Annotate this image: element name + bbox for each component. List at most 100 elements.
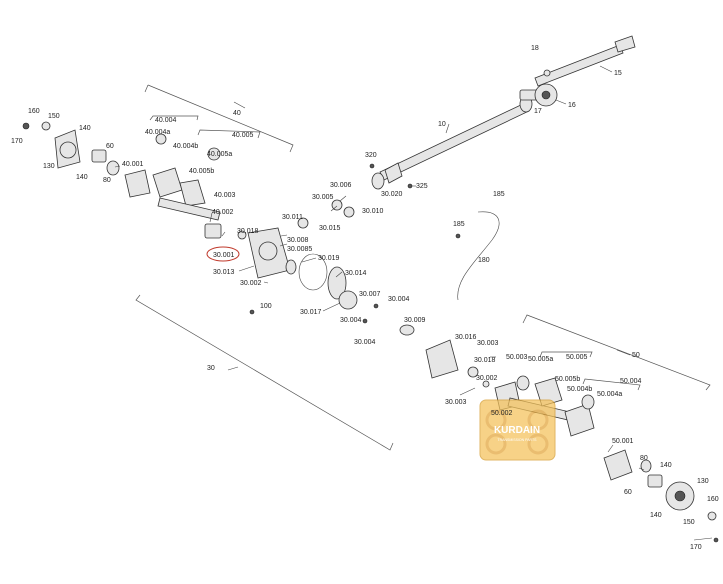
label-180[interactable]: 180 (478, 257, 490, 264)
label-50-001[interactable]: 50.001 (612, 438, 634, 445)
label-40[interactable]: 40 (233, 110, 241, 117)
label-50-004b[interactable]: 50.004b (567, 386, 592, 393)
bearing-60[interactable] (91, 149, 107, 163)
label-60-b[interactable]: 60 (624, 489, 632, 496)
label-130-a[interactable]: 130 (43, 163, 55, 170)
clip-185[interactable] (455, 233, 461, 239)
bearing-30-009[interactable] (399, 324, 415, 336)
label-30[interactable]: 30 (207, 365, 215, 372)
label-50-004[interactable]: 50.004 (620, 378, 642, 385)
bearing-30-010[interactable] (343, 206, 355, 218)
label-50-003[interactable]: 50.003 (506, 354, 528, 361)
label-170-a[interactable]: 170 (11, 138, 23, 145)
label-30-003-b[interactable]: 30.003 (445, 399, 467, 406)
label-170-b[interactable]: 170 (690, 544, 702, 551)
label-30-003-a[interactable]: 30.003 (477, 340, 499, 347)
nut-325[interactable] (407, 183, 413, 189)
label-140-a[interactable]: 140 (79, 125, 91, 132)
label-40-004b[interactable]: 40.004b (173, 143, 198, 150)
label-320[interactable]: 320 (365, 152, 377, 159)
label-40-005[interactable]: 40.005 (232, 132, 254, 139)
flange-30-020[interactable] (371, 172, 385, 190)
label-40-003[interactable]: 40.003 (214, 192, 236, 199)
label-30-018[interactable]: 30.018 (237, 228, 259, 235)
clip-30-002[interactable] (482, 380, 490, 388)
label-160-a[interactable]: 160 (28, 108, 40, 115)
label-40-001[interactable]: 40.001 (122, 161, 144, 168)
label-130-b[interactable]: 130 (697, 478, 709, 485)
label-80-b[interactable]: 80 (640, 455, 648, 462)
label-50[interactable]: 50 (632, 352, 640, 359)
vent-hose-180[interactable] (457, 211, 500, 301)
boot-40-005a[interactable] (179, 179, 206, 207)
bearing-60-b[interactable] (647, 474, 663, 488)
label-30-013[interactable]: 30.013 (213, 269, 235, 276)
label-100[interactable]: 100 (260, 303, 272, 310)
label-10[interactable]: 10 (438, 121, 446, 128)
clamp-40-004b[interactable] (155, 133, 167, 145)
label-30-011[interactable]: 30.011 (282, 214, 303, 221)
bolt-18[interactable] (543, 69, 551, 77)
label-30-007[interactable]: 30.007 (359, 291, 381, 298)
hub-bearing[interactable] (59, 141, 77, 159)
label-80-a[interactable]: 80 (103, 177, 111, 184)
prop-shaft-15[interactable] (534, 44, 624, 87)
label-30-005[interactable]: 30.005 (312, 194, 334, 201)
label-50-005b[interactable]: 50.005b (555, 376, 580, 383)
label-30-009[interactable]: 30.009 (404, 317, 426, 324)
label-30-019[interactable]: 30.019 (318, 255, 340, 262)
yoke-end[interactable] (614, 35, 636, 53)
ring-80-b[interactable] (640, 459, 652, 473)
flange-yoke[interactable] (384, 162, 403, 184)
boot-50-005a[interactable] (534, 377, 563, 407)
label-30-004-c[interactable]: 30.004 (354, 339, 376, 346)
label-140-c[interactable]: 140 (660, 462, 672, 469)
label-30-004-b[interactable]: 30.004 (340, 317, 362, 324)
label-50-005a[interactable]: 50.005a (528, 356, 553, 363)
diff-cover-30-016[interactable] (425, 339, 459, 379)
label-17[interactable]: 17 (534, 108, 542, 115)
cover-30-014[interactable] (327, 266, 347, 300)
ring-50-003[interactable] (516, 375, 530, 391)
nut-160[interactable] (22, 122, 30, 130)
label-140-d[interactable]: 140 (650, 512, 662, 519)
o-ring-30-019[interactable] (298, 253, 328, 291)
gear-30-017[interactable] (338, 290, 358, 310)
label-60-a[interactable]: 60 (106, 143, 114, 150)
seal-30-0085[interactable] (285, 259, 297, 275)
label-30-008[interactable]: 30.008 (287, 237, 309, 244)
label-185-a[interactable]: 185 (493, 191, 505, 198)
cap-150-b[interactable] (707, 511, 717, 521)
label-30-001[interactable]: 30.001 (213, 252, 235, 259)
seal-30-018[interactable] (237, 230, 247, 240)
label-140-b[interactable]: 140 (76, 174, 88, 181)
cv-joint-40-001[interactable] (124, 169, 151, 198)
label-30-010[interactable]: 30.010 (362, 208, 384, 215)
label-30-016[interactable]: 30.016 (455, 334, 477, 341)
cv-joint-50-001[interactable] (603, 449, 633, 481)
bolt-30-007[interactable] (373, 303, 379, 309)
clamp-40-005a[interactable] (207, 147, 221, 161)
label-40-004[interactable]: 40.004 (155, 117, 177, 124)
cap-150[interactable] (41, 121, 51, 131)
pinion-30-005[interactable] (331, 199, 343, 211)
label-30-017[interactable]: 30.017 (300, 309, 322, 316)
inner-joint-40-002[interactable] (204, 223, 222, 239)
bolt-30-004[interactable] (362, 318, 368, 324)
label-150-b[interactable]: 150 (683, 519, 695, 526)
label-30-002-b[interactable]: 30.002 (476, 375, 498, 382)
label-40-002[interactable]: 40.002 (212, 209, 234, 216)
label-185-b[interactable]: 185 (453, 221, 465, 228)
label-16[interactable]: 16 (568, 102, 576, 109)
label-50-002[interactable]: 50.002 (491, 410, 513, 417)
label-40-005a[interactable]: 40.005a (207, 151, 232, 158)
screw-320[interactable] (369, 163, 375, 169)
label-30-0085[interactable]: 30.0085 (287, 246, 312, 253)
label-30-015[interactable]: 30.015 (319, 225, 341, 232)
label-160-b[interactable]: 160 (707, 496, 719, 503)
label-30-004-a[interactable]: 30.004 (388, 296, 410, 303)
label-15[interactable]: 15 (614, 70, 622, 77)
boot-40-004a[interactable] (152, 167, 183, 198)
screw-100[interactable] (249, 309, 255, 315)
label-30-018-b[interactable]: 30.018 (474, 357, 496, 364)
